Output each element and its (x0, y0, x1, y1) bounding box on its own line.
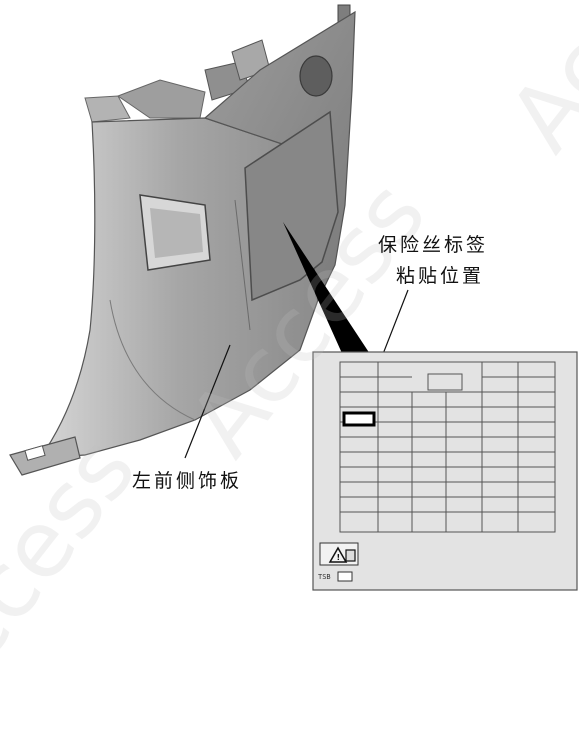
svg-text:!: ! (337, 553, 341, 562)
fuse-label-callout-line2: 粘贴位置 (396, 265, 485, 287)
fuse-sticker: ! (312, 351, 578, 591)
trim-panel-diagram: ! (9, 4, 578, 591)
fuse-label-position-marker (342, 411, 376, 427)
manual-book-icon (345, 549, 356, 562)
panel-round-hole (299, 55, 333, 97)
fuse-grid (339, 361, 556, 533)
warning-triangle-icon (328, 546, 348, 563)
side-panel-callout: 左前侧饰板 (132, 470, 243, 492)
fuse-sticker-footer: TSB (318, 573, 331, 581)
mounting-clips (84, 4, 351, 123)
side-panel-leader (184, 344, 231, 459)
fuse-cover-recess (244, 110, 339, 302)
zoom-pointer (283, 222, 370, 360)
fuse-label-callout-line1: 保险丝标签 (378, 234, 489, 256)
panel-lower-tab (9, 436, 81, 476)
